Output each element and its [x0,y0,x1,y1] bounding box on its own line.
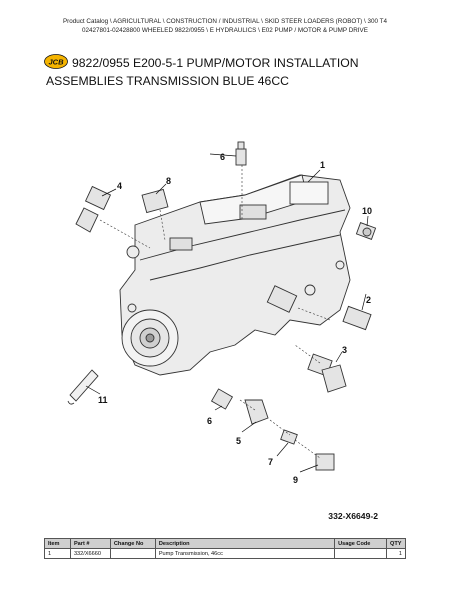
callout-7: 7 [268,457,273,467]
col-qty-header: QTY [385,538,407,549]
cell-change-no [109,548,156,559]
cell-qty: 1 [385,548,407,559]
jcb-logo-icon: JCB [44,54,68,69]
figure-reference: 332-X6649-2 [328,511,378,521]
leader-lines [99,165,331,459]
breadcrumb-line-1[interactable]: Product Catalog \ AGRICULTURAL \ CONSTRU… [62,18,387,25]
col-description-header: Description [154,538,336,549]
parts-table: Item Part # Change No Description Usage … [44,538,407,559]
page-title: 9822/0955 E200-5-1 PUMP/MOTOR INSTALLATI… [72,56,359,70]
cell-description: Pump Transmission, 46cc [154,548,336,559]
callout-8: 8 [166,176,171,186]
callout-6-bottom: 6 [207,416,212,426]
callout-11: 11 [98,395,108,405]
callout-6-top: 6 [220,152,225,162]
table-row[interactable]: 1 332/X6660 Pump Transmission, 46cc 1 [44,548,407,559]
page-title-line-2: ASSEMBLIES TRANSMISSION BLUE 46CC [46,74,289,88]
breadcrumb[interactable]: Product Catalog \ AGRICULTURAL \ CONSTRU… [0,17,450,35]
breadcrumb-line-2[interactable]: 02427801-02428800 WHEELED 9822/0955 \ E … [82,27,368,34]
cell-usage-code [334,548,387,559]
callout-4: 4 [117,181,122,191]
logo-text: JCB [48,57,64,66]
callout-2: 2 [366,295,371,305]
col-part-header: Part # [69,538,111,549]
callout-1: 1 [320,160,325,170]
pump-body-illustration [119,174,351,376]
callout-10: 10 [362,206,372,216]
exploded-parts-diagram: 1 2 3 4 5 6 6 7 8 9 10 11 [67,141,377,485]
col-item-header: Item [44,538,71,549]
col-usage-header: Usage Code [334,538,387,549]
cell-item: 1 [44,548,71,559]
callout-5: 5 [236,436,241,446]
callout-3: 3 [342,345,347,355]
cell-part-number[interactable]: 332/X6660 [69,548,111,559]
callout-pointers [85,153,369,473]
fittings-illustration [67,141,377,471]
callout-labels: 1 2 3 4 5 6 6 7 8 9 10 11 [98,152,372,485]
col-change-header: Change No [109,538,156,549]
parts-table-header-row: Item Part # Change No Description Usage … [44,538,407,549]
callout-9: 9 [293,475,298,485]
